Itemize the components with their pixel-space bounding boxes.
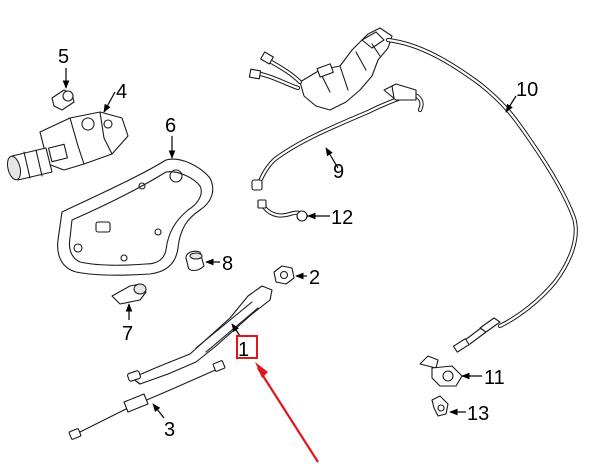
part-13-connector (431, 395, 449, 417)
part-8-grommet (185, 250, 205, 272)
callout-12: 12 (331, 207, 353, 229)
callout-6: 6 (165, 115, 176, 137)
callout-11: 11 (484, 367, 505, 389)
callout-2: 2 (309, 267, 320, 289)
part-11-washer-nozzle (419, 355, 463, 387)
callout-1[interactable]: 1 (238, 339, 249, 361)
part-3-wiper-blade (68, 360, 226, 440)
part-4-wiper-motor (6, 111, 129, 181)
part-9-washer-tube (251, 83, 424, 191)
callout-7: 7 (122, 323, 133, 345)
part-7-clip (111, 283, 147, 305)
callout-4: 4 (116, 81, 127, 103)
callout-3: 3 (164, 419, 175, 441)
callout-8: 8 (222, 253, 233, 275)
part-6-cover-panel (57, 158, 214, 276)
part-12-hose-connector (257, 199, 309, 222)
part-5-bolt (51, 89, 75, 111)
highlight-box-callout-1 (236, 335, 258, 359)
part-1-wiper-arm[interactable] (127, 285, 273, 385)
highlight-arrow (255, 362, 319, 463)
part-2-nut (273, 265, 295, 285)
callout-10: 10 (516, 79, 538, 101)
callout-13: 13 (467, 403, 489, 425)
callout-9: 9 (333, 161, 344, 183)
callout-5: 5 (58, 46, 69, 68)
part-10-washer-hose (248, 27, 578, 353)
